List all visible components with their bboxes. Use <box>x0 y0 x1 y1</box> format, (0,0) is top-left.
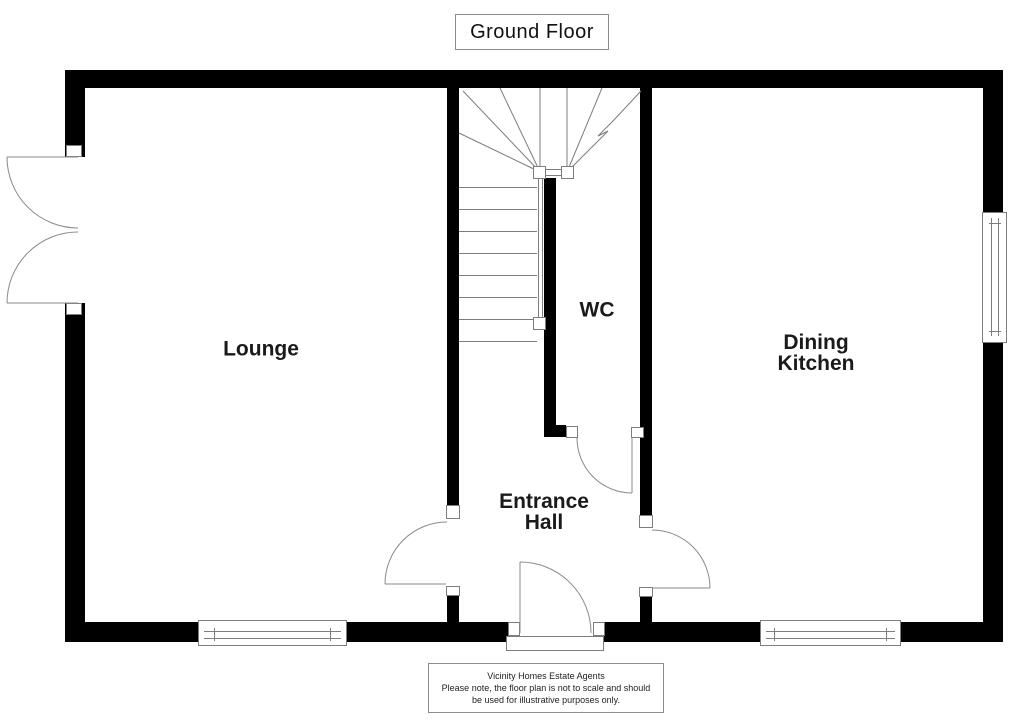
plan-title: Ground Floor <box>470 20 594 43</box>
stair-newel-posts <box>533 166 574 330</box>
door-jamb <box>66 145 82 157</box>
hall-dining-wall-stub <box>640 597 652 622</box>
front-door-threshold <box>506 636 604 651</box>
room-label-entrance-hall-line1: Entrance <box>499 490 589 513</box>
french-door-opening <box>63 157 87 303</box>
stair-winder-lines <box>458 87 603 173</box>
doors <box>6 156 711 634</box>
french-doors <box>6 156 79 304</box>
staircase <box>458 87 642 342</box>
stair-rail-end-post <box>533 317 546 330</box>
dining-kitchen-window <box>760 620 901 646</box>
windows <box>198 212 1007 646</box>
wc-door <box>576 437 633 494</box>
wall-openings <box>63 157 595 643</box>
door-jamb <box>639 587 653 597</box>
plan-title-box: Ground Floor <box>455 14 609 50</box>
stair-break-line <box>566 90 642 173</box>
stair-handrail <box>538 178 543 318</box>
door-swing-arc <box>576 437 633 494</box>
room-label-wc: WC <box>579 298 615 322</box>
door-swing-arc <box>6 156 79 229</box>
lounge-hall-wall-upper <box>447 88 459 505</box>
hall-dining-wall-upper <box>640 88 652 515</box>
stair-treads <box>459 187 537 342</box>
front-door <box>519 561 592 634</box>
lounge-hall-wall-stub <box>447 596 459 622</box>
room-label-entrance-hall: Entrance Hall <box>499 491 589 533</box>
door-swing-arc <box>6 231 79 304</box>
room-label-dining-kitchen: Dining Kitchen <box>777 332 854 374</box>
door-jamb <box>446 586 460 596</box>
disclaimer-box: Vicinity Homes Estate Agents Please note… <box>428 663 664 713</box>
door-jamb <box>66 303 82 315</box>
wc-wall-bottom-leg <box>544 425 566 437</box>
disclaimer-line1: Please note, the floor plan is not to sc… <box>441 683 651 693</box>
door-jamb <box>508 622 520 636</box>
door-jamb <box>446 505 460 519</box>
door-jambs <box>66 145 653 636</box>
dining-kitchen-side-window <box>982 212 1007 343</box>
room-label-entrance-hall-line2: Hall <box>524 511 564 534</box>
door-jamb <box>639 515 653 528</box>
wall-right <box>983 70 1003 642</box>
interior-walls <box>447 88 652 622</box>
dining-kitchen-door <box>651 529 711 589</box>
exterior-walls <box>65 70 1003 642</box>
stairs-wc-wall <box>544 178 556 427</box>
door-jamb <box>593 622 605 636</box>
agent-name: Vicinity Homes Estate Agents <box>487 671 605 681</box>
door-jamb <box>631 427 644 438</box>
door-swing-arc <box>384 521 448 585</box>
lounge-door <box>384 521 448 585</box>
room-label-dining-kitchen-line2: Kitchen <box>777 352 855 375</box>
wall-top <box>65 70 1003 88</box>
door-jamb <box>566 426 578 438</box>
room-label-dining-kitchen-line1: Dining <box>783 331 849 354</box>
room-label-lounge: Lounge <box>223 337 299 361</box>
door-swing-arc <box>519 561 592 634</box>
door-swing-arc <box>651 529 711 589</box>
disclaimer-line2: be used for illustrative purposes only. <box>472 695 620 705</box>
lounge-window <box>198 620 347 646</box>
